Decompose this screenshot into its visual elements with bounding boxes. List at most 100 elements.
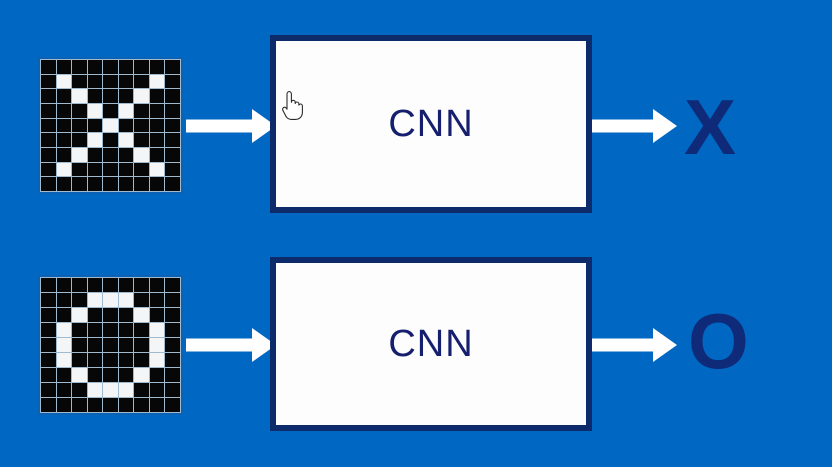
cnn-box-bottom[interactable]: CNN <box>270 257 592 431</box>
pixel-cell <box>118 368 134 382</box>
pixel-cell <box>118 308 134 322</box>
pixel-cell <box>165 74 180 89</box>
pixel-cell <box>118 89 134 103</box>
pixel-cell <box>134 148 149 162</box>
pixel-cell <box>41 60 56 74</box>
pixel-cell <box>134 368 149 382</box>
pixel-cell <box>72 162 87 177</box>
pixel-cell <box>41 133 56 147</box>
pixel-cell <box>134 338 149 352</box>
pixel-cell <box>87 293 103 307</box>
pixel-cell <box>118 383 134 397</box>
pixel-cell <box>72 148 87 162</box>
pixel-cell <box>134 383 149 397</box>
pixel-cell <box>41 368 56 382</box>
pixel-cell <box>56 162 72 177</box>
pixel-cell <box>149 338 165 352</box>
pixel-cell <box>56 133 72 147</box>
pixel-cell <box>72 398 87 412</box>
pixel-cell <box>72 353 87 367</box>
pixel-cell <box>72 60 87 74</box>
pixel-cell <box>56 104 72 118</box>
pixel-cell <box>118 398 134 412</box>
pixel-cell <box>72 293 87 307</box>
pixel-cell <box>87 60 103 74</box>
pixel-cell <box>41 338 56 352</box>
pixel-cell <box>165 368 180 382</box>
pixel-cell <box>134 60 149 74</box>
pixel-cell <box>118 118 134 133</box>
pixel-cell <box>103 118 118 133</box>
arrow-cnn-to-output-bottom <box>592 327 677 363</box>
pixel-cell <box>87 338 103 352</box>
pixel-cell <box>149 353 165 367</box>
pixel-cell <box>165 118 180 133</box>
pixel-cell <box>87 368 103 382</box>
pixel-cell <box>134 89 149 103</box>
pixel-cell <box>118 353 134 367</box>
pixel-cell <box>103 148 118 162</box>
pixel-cell <box>165 398 180 412</box>
pixel-cell <box>103 60 118 74</box>
pixel-cell <box>118 323 134 337</box>
pixel-cell <box>72 323 87 337</box>
pixel-cell <box>72 338 87 352</box>
pixel-cell <box>56 278 72 292</box>
pixel-cell <box>103 162 118 177</box>
pixel-cell <box>149 89 165 103</box>
o-pixel-grid <box>38 275 183 415</box>
pixel-cell <box>134 293 149 307</box>
pixel-cell <box>165 308 180 322</box>
pixel-cell <box>118 177 134 191</box>
pixel-cell <box>134 308 149 322</box>
pixel-cell <box>72 118 87 133</box>
pixel-cell <box>87 74 103 89</box>
cnn-box-top[interactable]: CNN <box>270 35 592 213</box>
pixel-cell <box>87 118 103 133</box>
pixel-cell <box>103 353 118 367</box>
pixel-cell <box>149 293 165 307</box>
pixel-cell <box>41 308 56 322</box>
output-letter-x: X <box>684 83 737 171</box>
pixel-cell <box>118 338 134 352</box>
pixel-cell <box>165 293 180 307</box>
pixel-cell <box>41 323 56 337</box>
pixel-cell <box>149 383 165 397</box>
pixel-cell <box>134 278 149 292</box>
pixel-cell <box>72 89 87 103</box>
pixel-cell <box>134 353 149 367</box>
pixel-cell <box>165 104 180 118</box>
pixel-cell <box>103 89 118 103</box>
pixel-cell <box>41 89 56 103</box>
pixel-cell <box>41 118 56 133</box>
arrow-input-to-cnn-top <box>186 108 276 144</box>
pixel-cell <box>72 104 87 118</box>
pixel-cell <box>41 148 56 162</box>
pixel-cell <box>56 60 72 74</box>
pixel-cell <box>87 148 103 162</box>
arrow-shaft <box>592 119 655 133</box>
pixel-cell <box>118 60 134 74</box>
pixel-cell <box>165 338 180 352</box>
pixel-cell <box>134 398 149 412</box>
pixel-cell <box>87 162 103 177</box>
pixel-cell <box>103 293 118 307</box>
pixel-cell <box>56 398 72 412</box>
pixel-cell <box>134 323 149 337</box>
pixel-cell <box>149 323 165 337</box>
pixel-cell <box>165 133 180 147</box>
pixel-cell <box>149 118 165 133</box>
pixel-cell <box>165 148 180 162</box>
pixel-cell <box>103 383 118 397</box>
o-pixel-grid-cells <box>40 277 181 413</box>
pixel-cell <box>134 104 149 118</box>
pixel-cell <box>103 133 118 147</box>
pixel-cell <box>72 133 87 147</box>
pixel-cell <box>87 323 103 337</box>
pixel-cell <box>41 104 56 118</box>
pixel-cell <box>165 383 180 397</box>
pixel-cell <box>72 177 87 191</box>
arrow-input-to-cnn-bottom <box>186 327 276 363</box>
pixel-cell <box>118 104 134 118</box>
